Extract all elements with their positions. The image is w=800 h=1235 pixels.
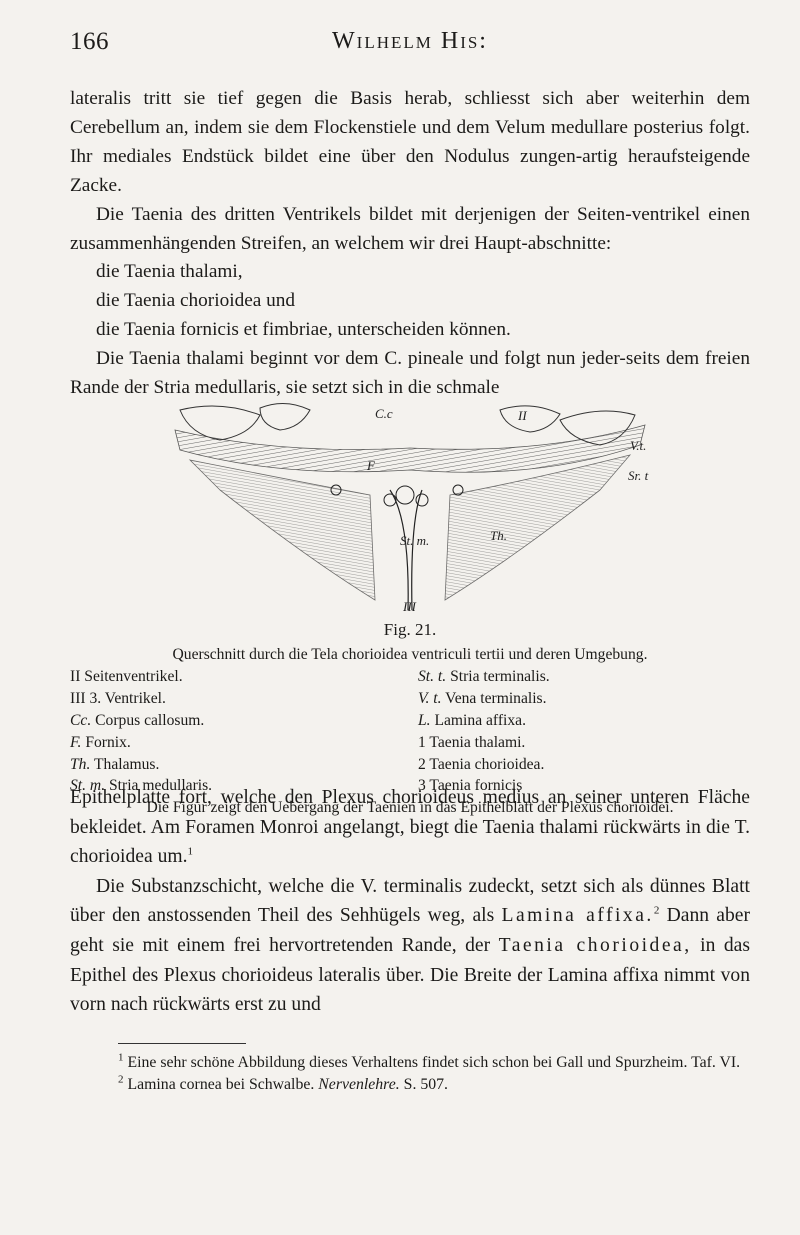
footnote-mark: 1 [118, 1051, 124, 1064]
thalamus-shape [188, 454, 632, 601]
figure-illustration: C.c F II V.t. Sr. t St. m. Th. III [160, 400, 660, 615]
paragraph: Die Taenia des dritten Ventrikels bildet… [70, 203, 750, 254]
footnote-divider [118, 1043, 246, 1044]
lateral-ventricle-left [179, 403, 311, 441]
body-text-bottom: Epithelplatte fort, welche den Plexus ch… [70, 783, 750, 1020]
paragraph: Die Substanzschicht, welche die V. termi… [70, 872, 750, 1020]
legend-text: Vena terminalis. [445, 689, 547, 707]
footnote-book-title: Nervenlehre. [318, 1076, 400, 1093]
legend-abbr: 3 [418, 777, 426, 795]
label-cc: C.c [375, 406, 393, 421]
legend-abbr: F. [70, 733, 82, 751]
footnote-ref[interactable]: 2 [653, 904, 660, 917]
label-srt: Sr. t [628, 468, 649, 483]
paragraph-text: in das Epithel des Plexus chorioideus la… [70, 934, 751, 1016]
legend-entry: Th. Thalamus. [70, 754, 400, 776]
legend-text: Stria medullaris. [109, 777, 213, 795]
lateral-ventricle-right [499, 405, 636, 446]
legend-text: Seitenventrikel. [84, 667, 183, 685]
corpus-callosum-shape [174, 424, 646, 473]
footnote: 2 Lamina cornea bei Schwalbe. Nervenlehr… [70, 1074, 750, 1096]
legend-text: Fornix. [85, 733, 131, 751]
legend-abbr: 1 [418, 733, 426, 751]
paragraph-text: Die Substanzschicht, welche die V. termi… [70, 875, 750, 927]
footnote-text: Eine sehr schöne Abbildung dieses Verhal… [127, 1054, 741, 1071]
footnote-page: S. 507. [403, 1076, 448, 1093]
label-th: Th. [490, 528, 507, 543]
footnote-text: Lamina cornea bei Schwalbe. [127, 1076, 315, 1093]
legend-text: 3. Ventrikel. [89, 689, 166, 707]
footnotes: 1 Eine sehr schöne Abbildung dieses Verh… [70, 1052, 750, 1096]
legend-text: Taenia thalami. [429, 733, 526, 751]
paragraph: Die Taenia thalami beginnt vor dem C. pi… [70, 348, 750, 399]
page-number: 166 [70, 28, 109, 55]
legend-abbr: V. t. [418, 689, 442, 707]
third-ventricle-shape [330, 484, 464, 611]
emphasis-term: Taenia chorioidea, [498, 934, 692, 956]
legend-entry: Cc. Corpus callosum. [70, 710, 400, 732]
body-text-top: lateralis tritt sie tief gegen die Basis… [70, 85, 750, 403]
legend-abbr: St. m. [70, 777, 106, 795]
legend-abbr: III [70, 689, 86, 707]
list-item: die Taenia fornicis et fimbriae, untersc… [96, 319, 511, 341]
legend-entry: St. m. Stria medullaris. [70, 775, 400, 797]
page-header: 166 Wilhelm His: [70, 28, 750, 68]
legend-entry: F. Fornix. [70, 732, 400, 754]
label-stm: St. m. [400, 533, 429, 548]
legend-entry: III 3. Ventrikel. [70, 688, 400, 710]
legend-abbr: II [70, 667, 81, 685]
paragraph-text: Epithelplatte fort, welche den Plexus ch… [70, 787, 750, 868]
label-vt: V.t. [630, 438, 646, 453]
legend-column-right: St. t. Stria terminalis. V. t. Vena term… [418, 666, 748, 797]
label-iii: III [402, 599, 417, 614]
legend-abbr: L. [418, 711, 431, 729]
label-ii: II [517, 408, 527, 423]
figure-title: Querschnitt durch die Tela chorioidea ve… [172, 646, 648, 663]
legend-text: Corpus callosum. [95, 711, 205, 729]
paragraph-text: Dann aber geht sie mit einem frei hervor… [70, 905, 750, 956]
legend-abbr: 2 [418, 755, 426, 773]
emphasis-term: Lamina affixa. [501, 905, 654, 927]
legend-text: Thalamus. [94, 755, 160, 773]
running-head: Wilhelm His: [332, 28, 488, 54]
figure-note: Die Figur zeigt den Uebergang der Taenie… [146, 799, 674, 817]
legend-entry: II Seitenventrikel. [70, 666, 400, 688]
legend-entry: St. t. Stria terminalis. [418, 666, 748, 688]
legend-abbr: St. t. [418, 667, 447, 685]
figure-number: Fig. 21. [383, 620, 437, 639]
legend-abbr: Cc. [70, 711, 92, 729]
footnote: 1 Eine sehr schöne Abbildung dieses Verh… [70, 1052, 750, 1074]
legend-text: Taenia chorioidea. [429, 755, 545, 773]
list-item: die Taenia thalami, [96, 261, 243, 283]
figure-caption: Fig. 21. Querschnitt durch die Tela chor… [70, 618, 750, 819]
paragraph: lateralis tritt sie tief gegen die Basis… [70, 88, 750, 196]
legend-text: Lamina affixa. [434, 711, 526, 729]
cross-section-drawing: C.c F II V.t. Sr. t St. m. Th. III [174, 403, 649, 614]
legend-entry: V. t. Vena terminalis. [418, 688, 748, 710]
list-item: die Taenia chorioidea und [96, 290, 296, 312]
legend-text: Stria terminalis. [450, 667, 550, 685]
figure-legend: II Seitenventrikel. III 3. Ventrikel. Cc… [70, 666, 750, 797]
footnote-ref[interactable]: 1 [187, 845, 194, 858]
legend-entry: 3 Taenia fornicis [418, 775, 748, 797]
legend-column-left: II Seitenventrikel. III 3. Ventrikel. Cc… [70, 666, 400, 797]
legend-entry: 2 Taenia chorioidea. [418, 754, 748, 776]
legend-entry: 1 Taenia thalami. [418, 732, 748, 754]
label-f: F [366, 458, 376, 473]
legend-text: Taenia fornicis [429, 777, 523, 795]
paragraph: Epithelplatte fort, welche den Plexus ch… [70, 783, 750, 872]
footnote-mark: 2 [118, 1073, 124, 1086]
legend-entry: L. Lamina affixa. [418, 710, 748, 732]
legend-abbr: Th. [70, 755, 91, 773]
